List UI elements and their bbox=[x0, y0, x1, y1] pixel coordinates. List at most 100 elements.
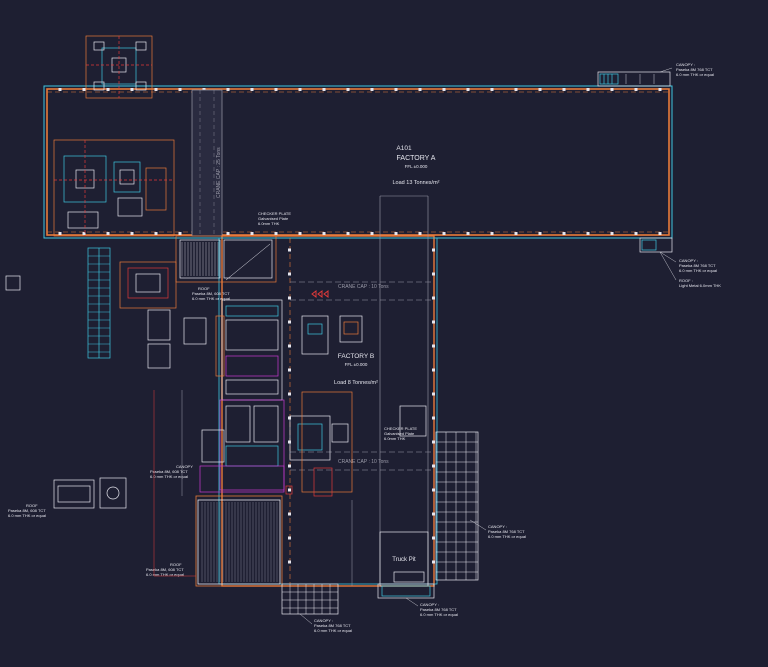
column-mark bbox=[610, 232, 614, 235]
canopy-r1-label-1: CANOPY : bbox=[679, 258, 698, 263]
column-mark bbox=[586, 88, 590, 91]
roof-mid-label-1: ROOF bbox=[198, 286, 210, 291]
roof-far-left-label-1: ROOF bbox=[26, 503, 38, 508]
canopy-bot2-leader bbox=[405, 597, 419, 607]
column-mark bbox=[106, 88, 110, 91]
factory-a-code: A101 bbox=[396, 145, 412, 152]
crane-strip-a bbox=[191, 89, 223, 237]
checker-plate-mid-1: CHECKER PLATE bbox=[384, 426, 417, 431]
column-mark bbox=[298, 88, 302, 91]
checker-plate-mid-3: 6.0mm THK bbox=[384, 436, 406, 441]
canopy-bot2-label-1: CANOPY : bbox=[420, 602, 439, 607]
column-mark bbox=[432, 368, 435, 372]
column-mark bbox=[288, 440, 291, 444]
column-mark bbox=[432, 344, 435, 348]
column-mark bbox=[394, 88, 398, 91]
checker-plate-top-1: CHECKER PLATE bbox=[258, 211, 291, 216]
canopy-tr-label-2: Paseka 8M 768 TCT bbox=[676, 67, 713, 72]
column-mark bbox=[370, 88, 374, 91]
checker-plate-top-3: 6.0mm THK bbox=[258, 221, 280, 226]
column-mark bbox=[432, 416, 435, 420]
column-mark bbox=[418, 88, 422, 91]
column-mark bbox=[288, 296, 291, 300]
column-mark bbox=[288, 560, 291, 564]
column-mark bbox=[432, 392, 435, 396]
column-mark bbox=[346, 88, 350, 91]
column-mark bbox=[288, 416, 291, 420]
canopy-r1-label-3: 6.0 mm THK or equal bbox=[679, 268, 717, 273]
column-mark bbox=[432, 488, 435, 492]
column-mark bbox=[394, 232, 398, 235]
site-boundary-lines bbox=[153, 390, 353, 586]
canopy-left-label-2: Paseka 8M, 608 TCT bbox=[150, 469, 188, 474]
roof-r-label-2: Light Metal 6.0mm THK bbox=[679, 283, 721, 288]
roof-mid-label-2: Paseka 8M, 608 TCT bbox=[192, 291, 230, 296]
column-mark bbox=[658, 88, 662, 91]
column-mark bbox=[490, 232, 494, 235]
factory-a-load: Load 13 Tonnes/m² bbox=[393, 180, 440, 186]
column-mark bbox=[154, 88, 158, 91]
column-mark bbox=[288, 392, 291, 396]
column-mark bbox=[490, 88, 494, 91]
column-mark bbox=[82, 232, 86, 235]
roof-bl-label-1: ROOF bbox=[170, 562, 182, 567]
crane-direction-arrows bbox=[311, 290, 329, 298]
canopy-left-label-1: CANOPY bbox=[176, 464, 193, 469]
roof-far-left-label-3: 6.0 mm THK or equal bbox=[8, 513, 46, 518]
column-mark bbox=[538, 232, 542, 235]
canopy-bot1-label-3: 6.0 mm THK or equal bbox=[314, 628, 352, 633]
canopy-br-label-1: CANOPY : bbox=[488, 524, 507, 529]
column-mark bbox=[538, 88, 542, 91]
column-mark bbox=[514, 88, 518, 91]
column-mark bbox=[288, 368, 291, 372]
rooms-factory-b bbox=[289, 315, 427, 497]
left-rack-rungs bbox=[88, 255, 110, 353]
column-mark bbox=[106, 232, 110, 235]
column-mark bbox=[432, 536, 435, 540]
column-mark bbox=[154, 232, 158, 235]
loading-canopy-slats bbox=[201, 502, 278, 582]
factory-b-load: Load 8 Tonnes/m² bbox=[334, 380, 378, 386]
column-mark bbox=[432, 272, 435, 276]
column-mark bbox=[658, 232, 662, 235]
canopy-bot1-label-1: CANOPY : bbox=[314, 618, 333, 623]
column-mark bbox=[250, 232, 254, 235]
column-mark bbox=[370, 232, 374, 235]
column-mark bbox=[432, 512, 435, 516]
column-mark bbox=[432, 440, 435, 444]
canopy-bot1-leader bbox=[299, 613, 313, 625]
roof-bl-label-2: Paseka 8M, 608 TCT bbox=[146, 567, 184, 572]
column-mark bbox=[466, 88, 470, 91]
roof-far-left-label-2: Paseka 8M, 608 TCT bbox=[8, 508, 46, 513]
column-mark bbox=[226, 232, 230, 235]
canopy-tr-label-3: 6.0 mm THK or equal bbox=[676, 72, 714, 77]
canopy-bot2-label-3: 6.0 mm THK or equal bbox=[420, 612, 458, 617]
canopy-br-label-3: 6.0 mm THK or equal bbox=[488, 534, 526, 539]
column-mark bbox=[288, 488, 291, 492]
crane-a-label: CRANE CAP : 25 Tons bbox=[216, 147, 222, 198]
column-mark bbox=[82, 88, 86, 91]
column-mark bbox=[346, 232, 350, 235]
factory-a-column-grid bbox=[58, 88, 662, 235]
factory-a-ffl: FFL ±0.000 bbox=[405, 164, 428, 169]
equipment-inside-left bbox=[53, 139, 175, 237]
column-mark bbox=[514, 232, 518, 235]
canopy-br-leader bbox=[469, 519, 487, 531]
factory-a-name: FACTORY A bbox=[397, 155, 436, 162]
column-mark bbox=[432, 296, 435, 300]
office-rooms bbox=[147, 299, 293, 495]
left-rack bbox=[87, 247, 111, 359]
column-mark bbox=[288, 344, 291, 348]
roof-r-label-1: ROOF : bbox=[679, 278, 693, 283]
column-mark bbox=[288, 272, 291, 276]
canopy-bottom-1 bbox=[281, 583, 339, 615]
factory-b-name: FACTORY B bbox=[338, 353, 375, 360]
small-details-left bbox=[53, 477, 127, 509]
column-mark bbox=[432, 464, 435, 468]
column-mark bbox=[466, 232, 470, 235]
column-mark bbox=[432, 248, 435, 252]
stair-treads bbox=[181, 242, 219, 276]
truck-pit-label: Truck Pit bbox=[392, 557, 416, 563]
